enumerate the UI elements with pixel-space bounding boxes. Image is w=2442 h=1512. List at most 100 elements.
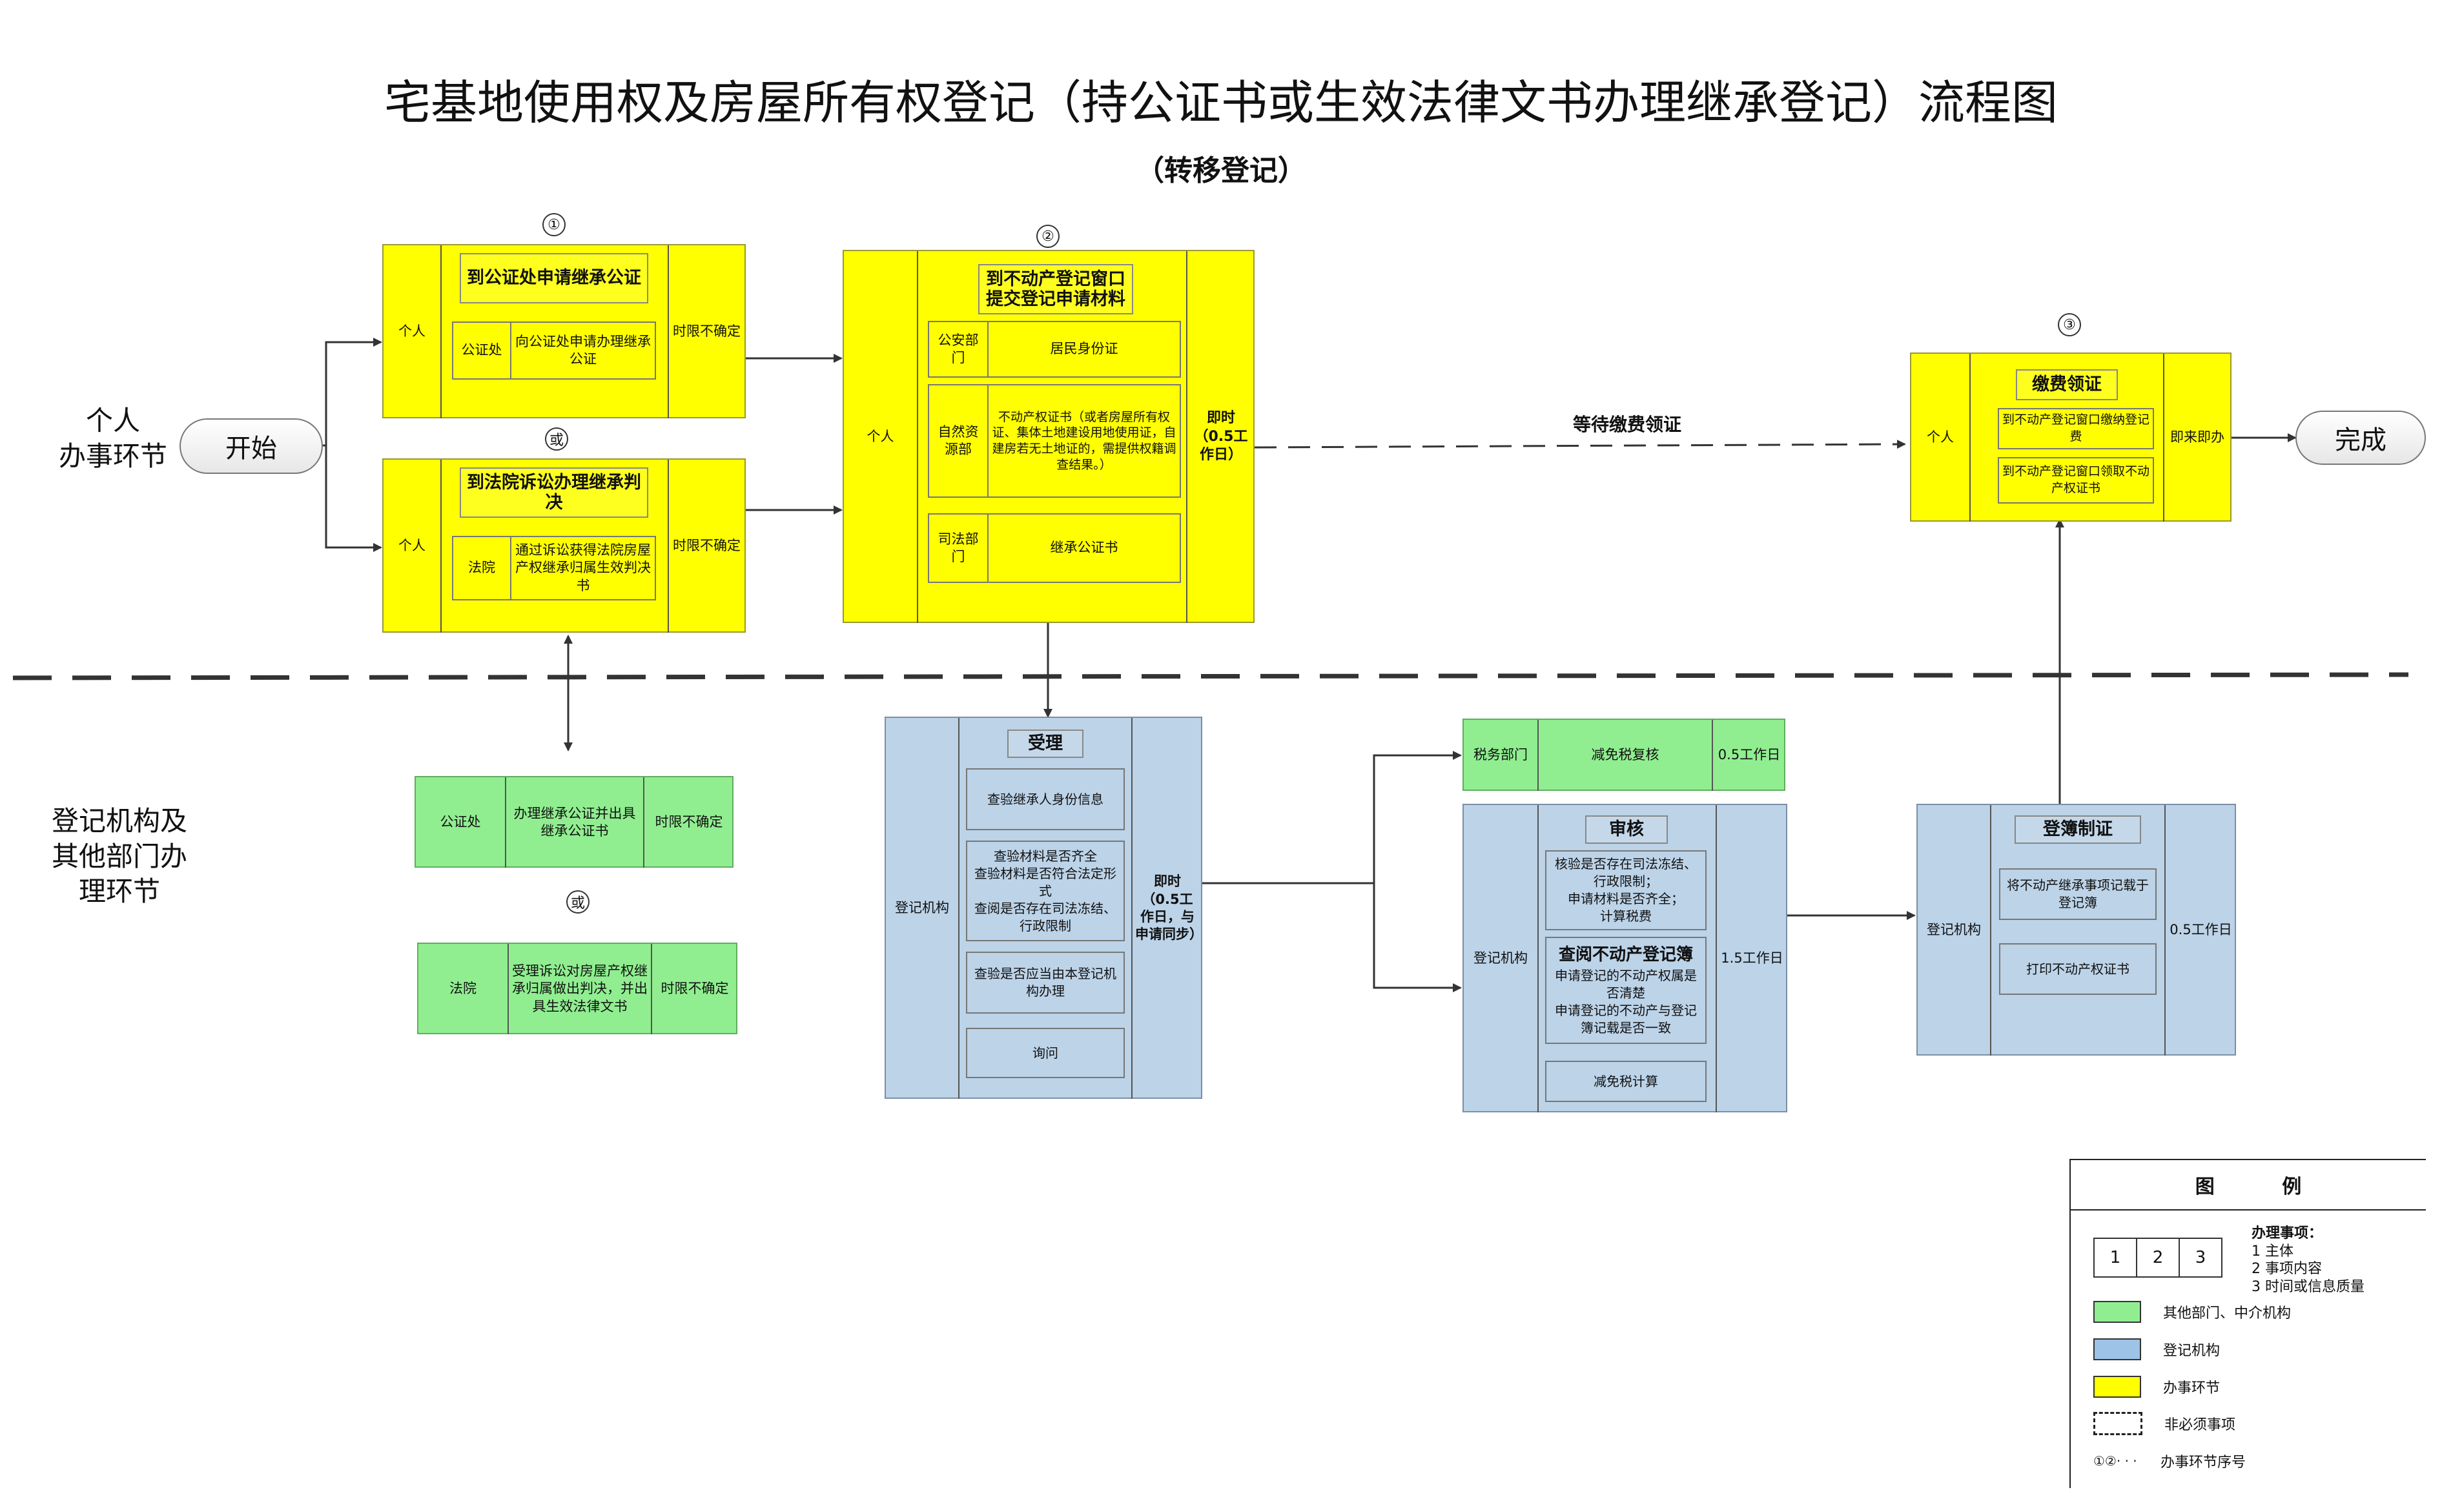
step-number-1: ①: [542, 213, 566, 236]
register-header: 登簿制证: [2015, 815, 2141, 844]
green-court-time: 时限不确定: [661, 981, 729, 997]
step1b-content: 通过诉讼获得法院房屋产权继承归属生效判决书: [515, 542, 651, 593]
step2-row-org: 自然资源部: [929, 385, 989, 496]
legend-swatch-dashed: [2093, 1412, 2142, 1435]
legend-matters-title: 办理事项：: [2252, 1225, 2323, 1241]
accept-time: 即时（0.5工作日，与申请同步）: [1135, 873, 1203, 943]
legend-matters: 办理事项： 1 主体 2 事项内容 3 时间或信息质量: [2252, 1225, 2426, 1296]
tax-box: 税务部门 减免税复核 0.5工作日: [1462, 719, 1785, 791]
legend-item-blue: 登记机构: [2093, 1338, 2220, 1360]
end-terminal: 完成: [2295, 411, 2426, 465]
step1a-notary-box: 个人 到公证处申请继承公证 公证处 向公证处申请办理继承公证 时限不确定: [382, 244, 746, 418]
lane-divider: [12, 672, 2409, 680]
step1a-time: 时限不确定: [673, 323, 741, 340]
page-title: 宅基地使用权及房屋所有权登记（持公证书或生效法律文书办理继承登记）流程图: [384, 76, 2058, 130]
green-notary-time: 时限不确定: [655, 814, 723, 830]
legend-item-label: 登记机构: [2163, 1343, 2221, 1359]
register-time: 0.5工作日: [2170, 922, 2232, 938]
tax-content: 减免税复核: [1591, 747, 1659, 763]
or-marker: 或: [566, 890, 590, 914]
green-court-box: 法院 受理诉讼对房屋产权继承归属做出判决，并出具生效法律文书 时限不确定: [417, 943, 737, 1034]
step2-row-id: 公安部门 居民身份证: [928, 321, 1181, 378]
review-item-tax-calc: 减免税计算: [1545, 1061, 1707, 1102]
review-time: 1.5工作日: [1721, 950, 1783, 966]
legend-cells: 1 2 3: [2093, 1238, 2222, 1278]
legend-panel: 图 例 1 2 3 办理事项： 1 主体 2 事项内容 3 时间或信息质量 其他…: [2069, 1159, 2426, 1488]
step3-item-pay: 到不动产登记窗口缴纳登记费: [1998, 408, 2154, 449]
arrow-start-to-notary: [323, 338, 382, 447]
legend-item-label: 非必须事项: [2164, 1417, 2236, 1433]
tax-org: 税务部门: [1473, 747, 1528, 763]
legend-item-label: 其他部门、中介机构: [2163, 1305, 2292, 1322]
legend-cell-content: 2: [2137, 1239, 2180, 1276]
step-number-3: ③: [2058, 313, 2081, 336]
step-number-2: ②: [1036, 225, 1060, 248]
legend-item-label: 办事环节序号: [2160, 1455, 2246, 1471]
register-item-print: 打印不动产权证书: [1999, 943, 2157, 995]
step1a-detail: 公证处 向公证处申请办理继承公证: [452, 322, 656, 380]
accept-org: 登记机构: [895, 900, 949, 916]
arrow-start-to-court: [325, 445, 382, 552]
review-item-verify: 核验是否存在司法冻结、行政限制； 申请材料是否齐全； 计算税费: [1545, 850, 1707, 930]
wait-label: 等待缴费领证: [1572, 414, 1681, 435]
step1b-org: 法院: [453, 537, 511, 599]
step2-row-content: 继承公证书: [1050, 540, 1118, 556]
step1a-subject: 个人: [398, 323, 426, 340]
step1b-time: 时限不确定: [673, 538, 741, 554]
step3-subject: 个人: [1927, 429, 1954, 445]
review-header: 审核: [1585, 815, 1668, 844]
step2-row-content: 居民身份证: [1050, 341, 1118, 357]
lane-label-personal: 个人 办事环节: [58, 405, 167, 472]
step1a-header: 到公证处申请继承公证: [460, 253, 648, 303]
register-org: 登记机构: [1927, 922, 1981, 938]
review-item-register-book: 查阅不动产登记簿 申请登记的不动产权属是否清楚 申请登记的不动产与登记簿记载是否…: [1545, 937, 1707, 1044]
accept-item-jurisdiction: 查验是否应当由本登记机构办理: [966, 952, 1125, 1014]
page-subtitle: （转移登记）: [1136, 154, 1306, 187]
step2-row-notary: 司法部门 继承公证书: [928, 513, 1181, 583]
legend-swatch-blue: [2093, 1338, 2141, 1360]
accept-header: 受理: [1007, 730, 1083, 758]
step3-time: 即来即办: [2170, 429, 2224, 445]
or-marker: 或: [545, 427, 568, 451]
green-notary-org: 公证处: [440, 814, 481, 830]
review-org: 登记机构: [1473, 950, 1528, 966]
step2-subject: 个人: [867, 429, 894, 445]
review-box: 登记机构 审核 核验是否存在司法冻结、行政限制； 申请材料是否齐全； 计算税费 …: [1462, 804, 1787, 1112]
legend-cell-subject: 1: [2095, 1239, 2137, 1276]
accept-item-materials: 查验材料是否齐全 查验材料是否符合法定形式 查阅是否存在司法冻结、行政限制: [966, 841, 1125, 941]
step1b-court-box: 个人 到法院诉讼办理继承判决 法院 通过诉讼获得法院房屋产权继承归属生效判决书 …: [382, 458, 746, 633]
review-item-register-book-title: 查阅不动产登记簿: [1558, 945, 1693, 965]
accept-item-inquiry: 询问: [966, 1028, 1125, 1078]
green-court-org: 法院: [449, 981, 477, 997]
legend-sequence-symbol: ①②· · ·: [2093, 1453, 2137, 1469]
legend-item-green: 其他部门、中介机构: [2093, 1301, 2291, 1323]
step3-payment-box: 个人 缴费领证 到不动产登记窗口缴纳登记费 到不动产登记窗口领取不动产权证书 即…: [1910, 352, 2232, 522]
arrow-accept-to-review: [1373, 883, 1462, 992]
step3-item-collect: 到不动产登记窗口领取不动产权证书: [1998, 457, 2154, 504]
legend-matter: 1 主体: [2252, 1243, 2293, 1260]
legend-cell-time: 3: [2195, 1248, 2206, 1267]
legend-matter: 3 时间或信息质量: [2252, 1278, 2365, 1295]
step2-row-org: 司法部门: [929, 515, 989, 582]
legend-item-sequence: ①②· · · 办事环节序号: [2093, 1451, 2246, 1471]
step1b-subject: 个人: [398, 538, 426, 554]
green-notary-content: 办理继承公证并出具继承公证书: [513, 805, 636, 839]
accept-item-identity: 查验继承人身份信息: [966, 768, 1125, 830]
green-notary-box: 公证处 办理继承公证并出具继承公证书 时限不确定: [415, 776, 734, 868]
legend-swatch-green: [2093, 1301, 2141, 1323]
step1b-header: 到法院诉讼办理继承判决: [460, 467, 648, 518]
register-box: 登记机构 登簿制证 将不动产继承事项记载于登记簿 打印不动产权证书 0.5工作日: [1916, 804, 2236, 1056]
arrow-wait-dashed: [1254, 440, 1906, 449]
step1a-org: 公证处: [453, 323, 511, 378]
step2-row-org: 公安部门: [929, 322, 989, 376]
step2-row-cert: 自然资源部 不动产权证书（或者房屋所有权证、集体土地建设用地使用证，自建房若无土…: [928, 384, 1181, 498]
review-item-register-book-body: 申请登记的不动产权属是否清楚 申请登记的不动产与登记簿记载是否一致: [1555, 967, 1697, 1036]
step2-submit-box: 个人 到不动产登记窗口提交登记申请材料 公安部门 居民身份证 自然资源部 不动产…: [843, 250, 1255, 623]
legend-item-yellow: 办事环节: [2093, 1376, 2220, 1398]
legend-title: 图 例: [2071, 1160, 2426, 1211]
step1a-content: 向公证处申请办理继承公证: [515, 333, 651, 367]
lane-label-agency: 登记机构及 其他部门办 理环节: [51, 805, 187, 908]
step2-time: 即时（0.5工作日）: [1194, 410, 1248, 464]
legend-matter: 2 事项内容: [2252, 1261, 2322, 1277]
